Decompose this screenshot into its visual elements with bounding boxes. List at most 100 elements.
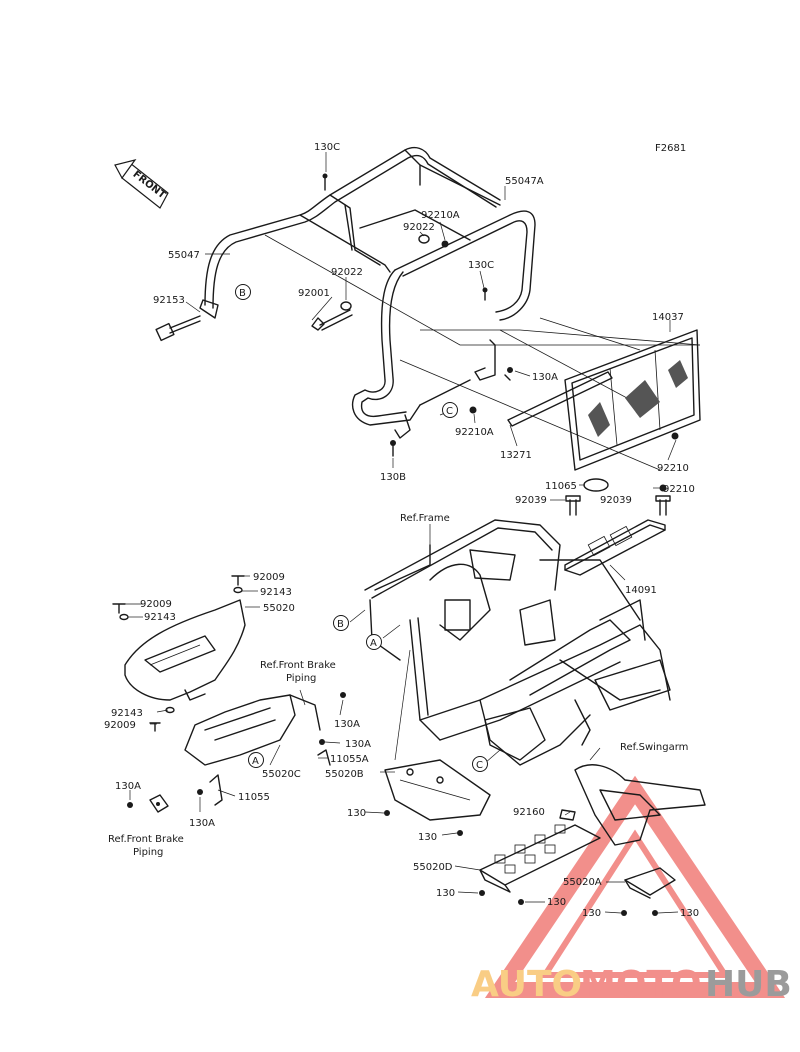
bolt-92153-icon bbox=[155, 315, 201, 342]
front-guard-55047 bbox=[199, 146, 501, 319]
label-92160: 92160 bbox=[513, 807, 545, 818]
svg-text:A: A bbox=[370, 638, 377, 649]
label-130A: 130A bbox=[532, 372, 558, 383]
front-arrow-icon: FRONT bbox=[114, 159, 169, 209]
label-130C: 130C bbox=[314, 142, 340, 153]
label-130C-b: 130C bbox=[468, 260, 494, 271]
label-92210-b: 92210 bbox=[663, 484, 695, 495]
label-11055A: 11055A bbox=[330, 754, 369, 765]
label-ref-front-brake: Ref.Front Brake bbox=[260, 660, 336, 671]
label-55020C: 55020C bbox=[262, 769, 301, 780]
label-130A-b: 130A bbox=[334, 719, 360, 730]
label-55047: 55047 bbox=[168, 250, 200, 261]
bolt-92039-icon bbox=[565, 495, 671, 516]
nut-92210-icon-2 bbox=[671, 432, 679, 440]
label-55047A: 55047A bbox=[505, 176, 544, 187]
label-92143-c: 92143 bbox=[111, 708, 143, 719]
clip-11055A-icon bbox=[317, 749, 331, 766]
bolt-130A-left-icons bbox=[127, 692, 346, 808]
figure-code: F2681 bbox=[655, 143, 686, 154]
upper-guide-lines bbox=[264, 234, 701, 471]
clip-11055-icon bbox=[209, 774, 223, 806]
bolt-130-bottom-icons bbox=[384, 810, 658, 916]
label-ref-swingarm: Ref.Swingarm bbox=[620, 742, 688, 753]
label-92210: 92210 bbox=[657, 463, 689, 474]
label-92143-b: 92143 bbox=[144, 612, 176, 623]
washer-92022-icon bbox=[340, 234, 430, 311]
seal-13271 bbox=[507, 371, 613, 427]
bolt-130B-icon bbox=[390, 440, 396, 457]
watermark-text-hub: HUB bbox=[705, 964, 792, 1005]
label-130A-c: 130A bbox=[345, 739, 371, 750]
pad-92160-icon bbox=[559, 809, 576, 821]
label-92143: 92143 bbox=[260, 587, 292, 598]
callout-c-frame: C bbox=[472, 756, 488, 772]
label-piping-2: Piping bbox=[133, 847, 163, 858]
label-130-f: 130 bbox=[680, 908, 699, 919]
callout-b-upper: B bbox=[235, 284, 251, 300]
label-130-a: 130 bbox=[347, 808, 366, 819]
grommet-11065-icon bbox=[583, 478, 609, 492]
leader-lines bbox=[125, 152, 679, 914]
label-ref-frame: Ref.Frame bbox=[400, 513, 450, 524]
label-92210A: 92210A bbox=[421, 210, 460, 221]
callout-a-frame: A bbox=[366, 634, 382, 650]
svg-text:B: B bbox=[337, 619, 344, 630]
label-11055: 11055 bbox=[238, 792, 270, 803]
net-14037 bbox=[564, 329, 701, 471]
label-130-b: 130 bbox=[418, 832, 437, 843]
part-labels: 130C 55047A 55047 92210A 92022 92022 130… bbox=[104, 142, 699, 919]
skid-plate-55020A bbox=[624, 867, 676, 899]
label-55020: 55020 bbox=[263, 603, 295, 614]
watermark-logo: AUTO MOTO HUB bbox=[471, 775, 792, 1005]
svg-text:B: B bbox=[239, 288, 246, 299]
label-130-d: 130 bbox=[547, 897, 566, 908]
label-92009: 92009 bbox=[253, 572, 285, 583]
watermark-text-auto: AUTO bbox=[471, 964, 582, 1005]
nut-92210-icon bbox=[659, 484, 667, 492]
label-92039-b: 92039 bbox=[600, 495, 632, 506]
label-11065: 11065 bbox=[545, 481, 577, 492]
svg-text:C: C bbox=[476, 760, 483, 771]
label-92009-c: 92009 bbox=[104, 720, 136, 731]
label-130A-d: 130A bbox=[115, 781, 141, 792]
label-130-e: 130 bbox=[582, 908, 601, 919]
label-92001: 92001 bbox=[298, 288, 330, 299]
watermark-text-moto: MOTO bbox=[580, 964, 702, 1005]
bolt-130A-icon bbox=[504, 367, 513, 381]
label-130A-e: 130A bbox=[189, 818, 215, 829]
label-55020A: 55020A bbox=[563, 877, 602, 888]
rear-guard-55047A bbox=[352, 210, 536, 439]
label-55020B: 55020B bbox=[325, 769, 364, 780]
svg-text:A: A bbox=[252, 756, 259, 767]
label-92210A-b: 92210A bbox=[455, 427, 494, 438]
bracket-55020C bbox=[184, 694, 321, 766]
bolt-92001-icon bbox=[311, 309, 353, 331]
main-frame bbox=[364, 519, 671, 766]
bolt-130C-icon bbox=[322, 173, 488, 301]
label-piping: Piping bbox=[286, 673, 316, 684]
label-13271: 13271 bbox=[500, 450, 532, 461]
callout-c-upper: C bbox=[442, 402, 458, 418]
label-14091: 14091 bbox=[625, 585, 657, 596]
stay-plate-icon bbox=[149, 794, 169, 813]
guard-55020 bbox=[124, 599, 246, 701]
swingarm bbox=[574, 764, 706, 846]
label-92022: 92022 bbox=[403, 222, 435, 233]
label-92039: 92039 bbox=[515, 495, 547, 506]
label-92022-b: 92022 bbox=[331, 267, 363, 278]
callout-b-frame: B bbox=[333, 615, 349, 631]
cover-14091 bbox=[564, 519, 666, 576]
label-14037: 14037 bbox=[652, 312, 684, 323]
label-92009-b: 92009 bbox=[140, 599, 172, 610]
label-130-c: 130 bbox=[436, 888, 455, 899]
skid-plate-55020B bbox=[384, 759, 491, 821]
skid-plate-55020D bbox=[479, 824, 601, 893]
callout-a-left: A bbox=[248, 752, 264, 768]
nut-92210A-icon bbox=[441, 240, 477, 414]
label-55020D: 55020D bbox=[413, 862, 453, 873]
label-ref-front-brake-2: Ref.Front Brake bbox=[108, 834, 184, 845]
label-92153: 92153 bbox=[153, 295, 185, 306]
